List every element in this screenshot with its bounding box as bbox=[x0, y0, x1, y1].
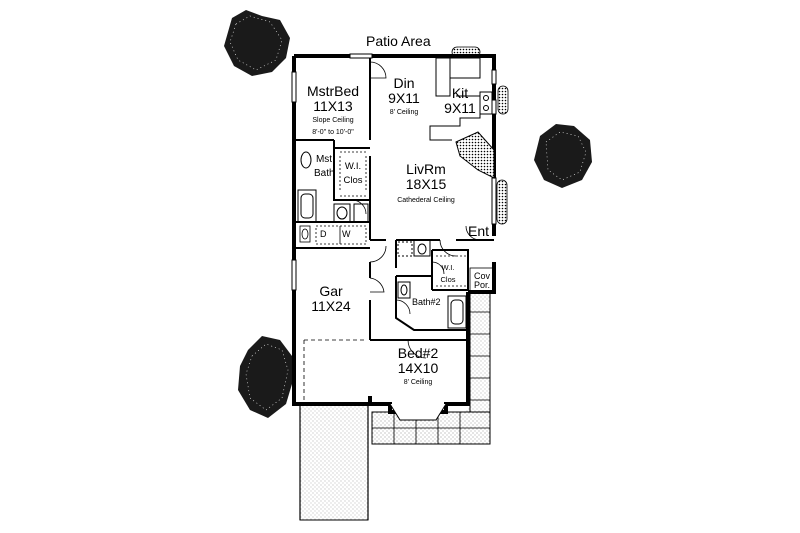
room-din-name: Din bbox=[393, 75, 415, 91]
room-livrm-note: Cathederal Ceiling bbox=[397, 197, 455, 205]
room-livrm: LivRm 18X15 Cathederal Ceiling bbox=[396, 162, 456, 205]
room-wiclos-2: W.I. Clos bbox=[436, 264, 460, 284]
room-mstrbed-size: 11X13 bbox=[313, 97, 353, 114]
master-bath-fixtures bbox=[297, 151, 369, 223]
room-covpor-l1: Cov bbox=[473, 271, 490, 281]
room-din-size: 9X11 bbox=[388, 89, 420, 106]
laundry-area bbox=[299, 225, 367, 245]
room-bed2-name: Bed#2 bbox=[397, 345, 439, 361]
room-wiclos-1-l1: W.I. bbox=[344, 161, 362, 172]
room-wiclos-1-l2: Clos bbox=[343, 174, 363, 186]
room-din: Din 9X11 8' Ceiling bbox=[384, 76, 424, 117]
room-din-note: 8' Ceiling bbox=[389, 109, 419, 117]
closet-shelves-1 bbox=[339, 151, 367, 197]
room-wiclos-2-l2: Clos bbox=[440, 274, 456, 284]
bath2-fixtures bbox=[397, 239, 467, 329]
kitchen-counters bbox=[429, 57, 493, 141]
room-mstrbed-note1: Slope Ceiling bbox=[312, 117, 354, 125]
room-kit-name: Kit bbox=[451, 85, 469, 101]
room-gar-size: 11X24 bbox=[311, 297, 351, 314]
room-gar-name: Gar bbox=[319, 283, 343, 299]
closet-shelves-2 bbox=[436, 255, 466, 287]
room-wiclos-2-l1: W.I. bbox=[441, 263, 455, 272]
covered-porch bbox=[469, 267, 495, 293]
room-livrm-name: LivRm bbox=[406, 161, 446, 177]
room-mstrbed-name: MstrBed bbox=[306, 83, 360, 99]
room-bed2-size: 14X10 bbox=[397, 359, 439, 376]
tree-right bbox=[534, 124, 592, 188]
tree-top-left bbox=[224, 10, 290, 76]
laundry-dryer-label: D bbox=[320, 229, 327, 239]
room-covpor: Cov Por. bbox=[471, 271, 493, 291]
room-livrm-size: 18X15 bbox=[405, 175, 447, 192]
shrub-right-lower bbox=[496, 179, 508, 225]
room-wiclos-1: W.I. Clos bbox=[340, 162, 366, 186]
room-mstrbed: MstrBed 11X13 Slope Ceiling 8'-0" to 10'… bbox=[306, 84, 360, 136]
room-bed2: Bed#2 14X10 8' Ceiling bbox=[390, 346, 446, 387]
room-mstrbed-note2: 8'-0" to 10'-0" bbox=[312, 128, 354, 136]
room-bath2: Bath#2 bbox=[412, 297, 441, 307]
room-bed2-note: 8' Ceiling bbox=[403, 379, 433, 387]
room-kit: Kit 9X11 bbox=[442, 86, 478, 115]
shrub-right-upper bbox=[497, 85, 509, 115]
tree-bottom-left bbox=[238, 336, 292, 418]
room-kit-size: 9X11 bbox=[444, 99, 476, 116]
fireplace bbox=[455, 131, 495, 179]
laundry-washer-label: W bbox=[342, 229, 351, 239]
room-ent: Ent bbox=[468, 223, 490, 239]
room-mstbath-l2: Bath bbox=[314, 167, 335, 179]
windows bbox=[291, 53, 497, 421]
room-gar: Gar 11X24 bbox=[306, 284, 356, 313]
room-mstbath: Mst Bath bbox=[314, 154, 335, 179]
patio-label: Patio Area bbox=[366, 33, 431, 49]
driveway bbox=[299, 339, 369, 521]
room-mstbath-l1: Mst bbox=[315, 154, 333, 165]
room-covpor-l2: Por. bbox=[473, 280, 490, 291]
